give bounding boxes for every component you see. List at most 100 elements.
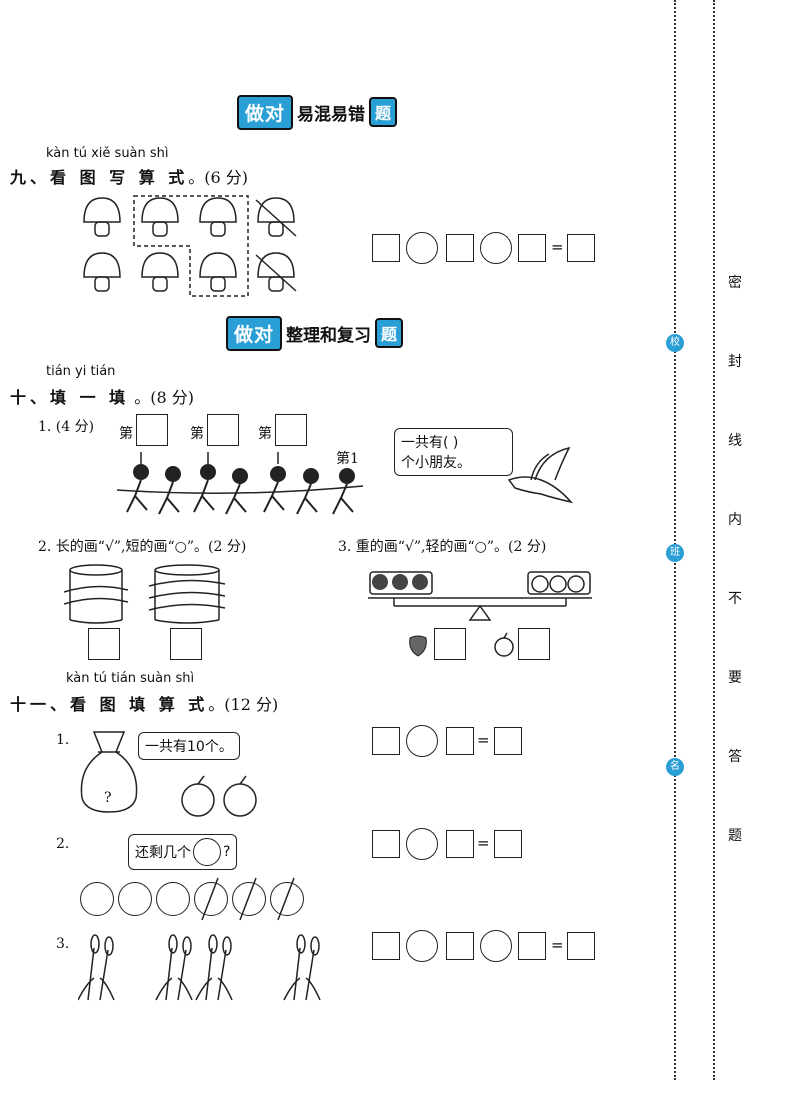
answer-box[interactable] bbox=[372, 830, 400, 858]
answer-box[interactable] bbox=[567, 234, 595, 262]
wheat-picture bbox=[78, 934, 321, 1001]
bubble-line2: 个小朋友。 bbox=[401, 455, 471, 471]
sec11-score: 。(12 分) bbox=[208, 695, 279, 714]
equals-sign: = bbox=[477, 834, 490, 852]
sec11-q1-number: 1. bbox=[56, 732, 70, 748]
sec11-q2-number: 2. bbox=[56, 836, 70, 852]
wheat-icon bbox=[195, 934, 233, 1001]
seal-char: 不 bbox=[728, 591, 742, 607]
two-apples-picture bbox=[181, 775, 257, 817]
mushroom-crossed-icon bbox=[255, 197, 297, 237]
ordinal-label: 第 bbox=[190, 426, 204, 442]
circle-crossed-icon bbox=[194, 882, 228, 916]
speech-bubble: 一共有( ) 个小朋友。 bbox=[394, 428, 513, 476]
mushroom-icon bbox=[141, 197, 179, 237]
section-banner-review: 做对 整理和复习 题 bbox=[226, 315, 404, 351]
bag-icon bbox=[80, 731, 138, 813]
sec10-pinyin: tián yi tián bbox=[46, 364, 116, 379]
mushroom-icon bbox=[199, 197, 237, 237]
answer-box[interactable] bbox=[494, 727, 522, 755]
mushroom-icon bbox=[199, 252, 237, 292]
circle-icon bbox=[80, 882, 114, 916]
name-badge: 名 bbox=[666, 758, 684, 776]
answer-box-apple[interactable] bbox=[518, 628, 550, 660]
mushroom-picture bbox=[83, 195, 297, 297]
seal-char: 密 bbox=[728, 275, 742, 291]
answer-box[interactable] bbox=[372, 234, 400, 262]
circle-icon bbox=[156, 882, 190, 916]
strawberry-icon bbox=[409, 635, 427, 657]
bag-question-mark: ? bbox=[104, 790, 112, 806]
sec11-q3-number: 3. bbox=[56, 936, 70, 952]
circle-crossed-icon bbox=[270, 882, 304, 916]
banner-zuodui: 做对 bbox=[226, 315, 283, 351]
circle-icon bbox=[118, 882, 152, 916]
sec10-score: 。(8 分) bbox=[129, 388, 194, 407]
sec10-q1-label: 1. (4 分) bbox=[38, 419, 95, 435]
seal-char: 内 bbox=[728, 512, 742, 528]
sec11-pinyin: kàn tú tián suàn shì bbox=[66, 671, 195, 686]
answer-box[interactable] bbox=[494, 830, 522, 858]
class-badge: 班 bbox=[666, 544, 684, 562]
banner-text: 整理和复习 bbox=[286, 325, 372, 346]
seal-char: 线 bbox=[728, 433, 742, 449]
mushroom-crossed-icon bbox=[255, 252, 297, 292]
banner-text: 易混易错 bbox=[297, 104, 366, 125]
children-tug-of-war-picture bbox=[116, 452, 364, 515]
banner-ti: 题 bbox=[375, 318, 404, 348]
bubble-line1: 一共有( ) bbox=[401, 435, 459, 451]
ordinal-box[interactable] bbox=[275, 414, 307, 446]
operator-circle[interactable] bbox=[406, 232, 438, 264]
equals-sign: = bbox=[551, 238, 564, 256]
operator-circle[interactable] bbox=[480, 930, 512, 962]
ordinal-label: 第 bbox=[119, 426, 133, 442]
seal-char: 答 bbox=[728, 749, 742, 765]
sec10-q3-text: 3. 重的画“√”,轻的画“○”。(2 分) bbox=[338, 539, 547, 555]
answer-box[interactable] bbox=[372, 727, 400, 755]
sec10-q2-text: 2. 长的画“√”,短的画“○”。(2 分) bbox=[38, 539, 247, 555]
answer-box[interactable] bbox=[372, 932, 400, 960]
answer-box[interactable] bbox=[446, 830, 474, 858]
bubble-circle-icon bbox=[193, 838, 221, 866]
balance-scale-picture bbox=[368, 571, 592, 621]
total-bubble: 一共有10个。 bbox=[138, 732, 240, 760]
sec10-title: 十、填 一 填 bbox=[10, 388, 130, 407]
cylinders-picture bbox=[64, 564, 226, 624]
sec9-score: 。(6 分) bbox=[188, 168, 249, 187]
answer-box-long[interactable] bbox=[170, 628, 202, 660]
answer-box-short[interactable] bbox=[88, 628, 120, 660]
apple-icon bbox=[494, 632, 514, 657]
ordinal-box[interactable] bbox=[136, 414, 168, 446]
wheat-icon bbox=[283, 934, 321, 1001]
mushroom-icon bbox=[83, 252, 121, 292]
answer-box[interactable] bbox=[518, 234, 546, 262]
ordinal-label: 第 bbox=[258, 426, 272, 442]
wheat-icon bbox=[155, 934, 193, 1001]
answer-box[interactable] bbox=[518, 932, 546, 960]
remaining-bubble: 还剩几个 ? bbox=[128, 834, 238, 870]
operator-circle[interactable] bbox=[480, 232, 512, 264]
answer-box[interactable] bbox=[567, 932, 595, 960]
sec11-title: 十一、看 图 填 算 式 bbox=[10, 695, 209, 714]
mushroom-icon bbox=[141, 252, 179, 292]
sec9-title: 九、看 图 写 算 式 bbox=[10, 168, 189, 187]
answer-box[interactable] bbox=[446, 234, 474, 262]
ordinal-box[interactable] bbox=[207, 414, 239, 446]
school-badge: 校 bbox=[666, 334, 684, 352]
sec9-heading: 九、看 图 写 算 式。(6 分) bbox=[10, 164, 248, 188]
equals-sign: = bbox=[551, 936, 564, 954]
operator-circle[interactable] bbox=[406, 930, 438, 962]
answer-box-strawberry[interactable] bbox=[434, 628, 466, 660]
section-banner-mistakes: 做对 易混易错 题 bbox=[237, 94, 398, 130]
seal-char: 封 bbox=[728, 354, 742, 370]
dove-icon bbox=[507, 446, 574, 504]
banner-ti: 题 bbox=[369, 97, 398, 127]
operator-circle[interactable] bbox=[406, 725, 438, 757]
operator-circle[interactable] bbox=[406, 828, 438, 860]
cross-strokes bbox=[201, 877, 295, 921]
answer-box[interactable] bbox=[446, 727, 474, 755]
answer-box[interactable] bbox=[446, 932, 474, 960]
sec9-pinyin: kàn tú xiě suàn shì bbox=[46, 146, 169, 161]
sec10-heading: 十、填 一 填 。(8 分) bbox=[10, 384, 194, 408]
banner-zuodui: 做对 bbox=[237, 94, 294, 130]
